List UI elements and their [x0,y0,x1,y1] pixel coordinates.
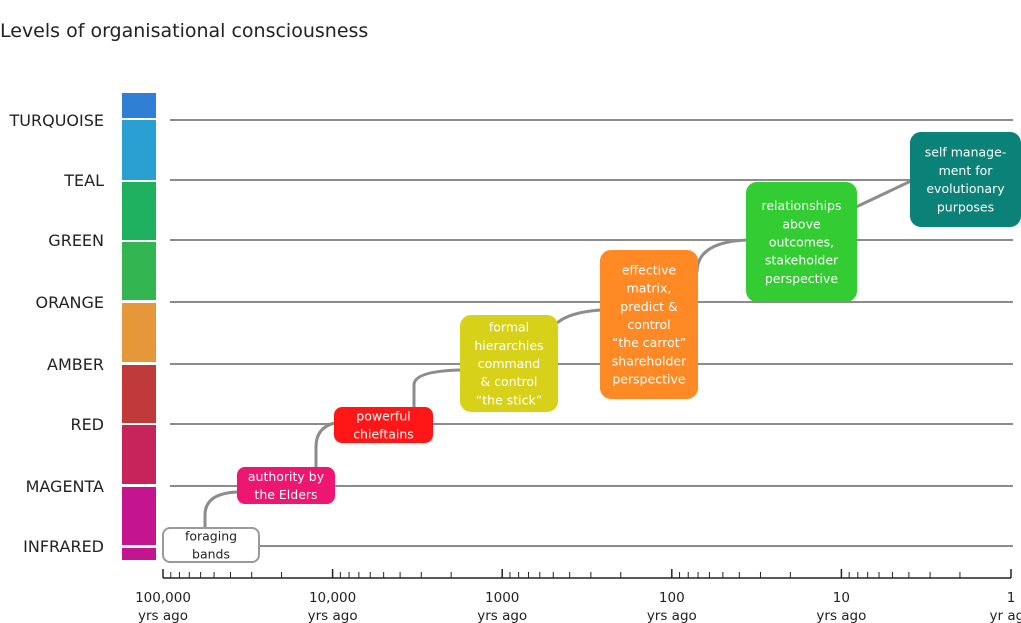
connector-1 [203,490,239,528]
axis-tick-value: 1 [1007,590,1016,606]
connector-5 [695,238,748,273]
time-axis: 100,000 yrs ago 10,000 yrs ago 1000 yrs ago 10… [135,569,1021,623]
level-label-green: GREEN [48,231,104,250]
level-label-teal: TEAL [63,171,104,190]
stage-text-line: purposes [937,199,994,214]
axis-tick-unit: yrs ago [138,608,188,623]
stage-text-line: foraging [185,528,237,543]
stage-box-bg [237,467,335,504]
stage-text-line: perspective [765,271,839,286]
connector-3 [412,368,462,408]
stage-text-line: effective [622,262,677,277]
stage-box-5: effective matrix, predict & control “the car… [600,250,698,399]
stage-text-line: self manage- [925,145,1007,160]
stage-text-line: relationships [762,198,842,213]
level-bar-green [122,182,156,240]
stage-box-bg [600,250,698,399]
level-label-infrared: INFRARED [23,537,104,556]
stage-text-line: “the carrot” [612,335,686,350]
stage-text-line: perspective [612,372,686,387]
axis-tick-unit: yrs ago [816,608,866,623]
stage-text-line: powerful [356,408,410,423]
stage-text-line: hierarchies [474,338,543,353]
stage-box-6: relationships above outcomes, stakeholder pe… [746,182,857,302]
stage-box-bg [910,132,1021,227]
stage-text-line: the Elders [254,487,317,502]
level-bar-orange [122,242,156,300]
level-bar-turquoise [122,93,156,118]
level-labels: TURQUOISE TEAL GREEN ORANGE AMBER RED MAGENTA I… [9,111,105,556]
stage-text-line: command [478,356,540,371]
stage-box-bg [162,527,260,563]
stage-box-2: authority by the Elders [237,467,335,504]
stage-text-line: ment for [939,163,994,178]
axis-tick-unit: yr ago [990,608,1021,623]
stage-text-line: chieftains [353,427,414,442]
connector-4 [556,308,602,325]
axis-tick-value: 100,000 [135,590,191,606]
stage-text-line: stakeholder [765,253,839,268]
stage-text-line: above [782,216,821,231]
connector-6 [855,179,912,209]
stage-boxes: foraging bands authority by the Elders power… [162,132,1021,563]
axis-tick-unit: yrs ago [647,608,697,623]
axis-tick-value: 10 [833,590,850,606]
axis-tick-unit: yrs ago [477,608,527,623]
stage-text-line: evolutionary [926,181,1005,196]
stage-box-7: self manage-ment for evolutionary purposes [910,132,1021,227]
level-label-magenta: MAGENTA [26,477,104,496]
level-bar-red [122,365,156,423]
stage-text-line: bands [192,547,230,562]
stage-box-bg [334,407,433,443]
stage-box-1: foraging bands [162,527,260,563]
level-bar-infrared [122,487,156,545]
level-label-amber: AMBER [47,355,104,374]
level-color-bar [122,93,156,560]
level-label-turquoise: TURQUOISE [9,111,104,130]
axis-tick-value: 1000 [485,590,519,606]
stage-text-line: shareholder [612,353,687,368]
stage-text-line: formal [489,320,529,335]
stage-text-line: outcomes, [769,235,834,250]
stage-box-4: formal hierarchies command & control “the st… [460,315,558,412]
stage-text-line: control [627,317,670,332]
axis-tick-value: 100 [659,590,685,606]
axis-tick-value: 10,000 [309,590,356,606]
stage-text-line: matrix, [627,281,672,296]
page-title: Levels of organisational consciousness [0,20,369,42]
level-label-orange: ORANGE [36,293,104,312]
stage-box-bg [460,315,558,412]
stage-text-line: & control [480,374,537,389]
stage-box-3: powerful chieftains [334,407,433,443]
stage-text-line: predict & [620,299,678,314]
stage-text-line: authority by [248,469,325,484]
stage-text-line: “the stick” [476,392,542,407]
axis-tick-unit: yrs ago [308,608,358,623]
level-bar-magenta [122,425,156,484]
level-bar-amber [122,303,156,362]
level-label-red: RED [70,415,104,434]
level-bar-infrared-tail [122,548,156,560]
level-bar-teal [122,120,156,180]
stage-box-bg [746,182,857,302]
